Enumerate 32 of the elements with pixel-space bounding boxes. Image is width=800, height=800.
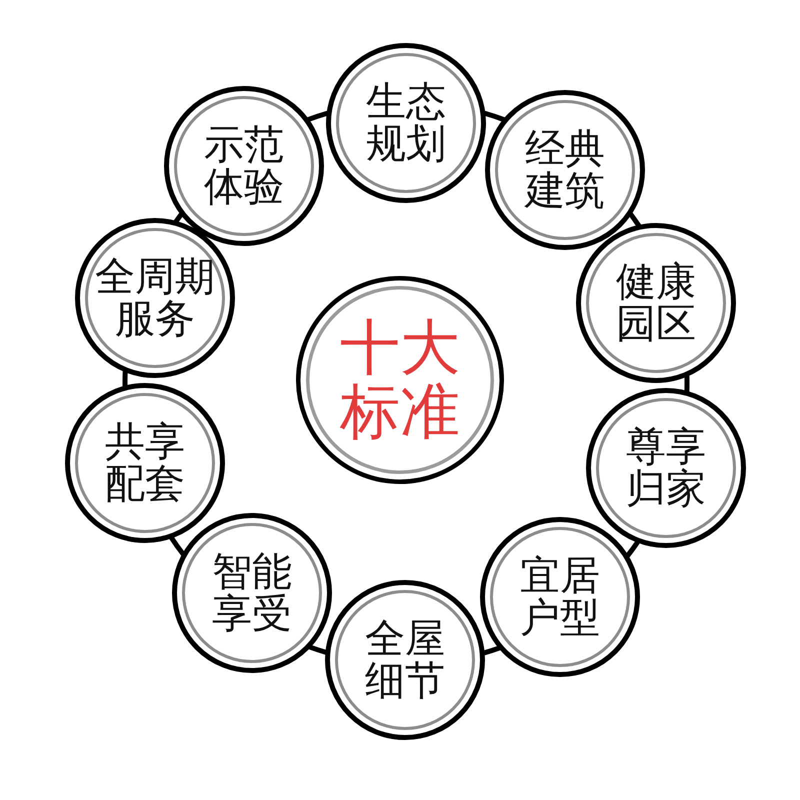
circle-node bbox=[586, 388, 746, 548]
connector-line bbox=[122, 370, 128, 388]
connector-line bbox=[625, 540, 640, 558]
circle-node bbox=[172, 513, 332, 673]
connector-line bbox=[684, 375, 690, 392]
node-label: 十大标准 bbox=[339, 316, 461, 444]
circle-node bbox=[485, 90, 645, 250]
connector-line bbox=[482, 645, 501, 656]
circle-node bbox=[75, 218, 235, 378]
connector-line bbox=[168, 536, 186, 556]
circle-node bbox=[325, 580, 485, 740]
node-label: 生态规划 bbox=[365, 81, 447, 165]
connector-line bbox=[173, 212, 184, 224]
node-label: 示范体验 bbox=[203, 124, 285, 208]
node-label: 经典建筑 bbox=[524, 128, 606, 212]
connector-line bbox=[483, 110, 506, 122]
connector-line bbox=[308, 644, 328, 656]
node-label: 尊享归家 bbox=[625, 426, 707, 510]
node-label: 全周期服务 bbox=[94, 256, 216, 340]
connector-line bbox=[628, 212, 642, 228]
circle-node bbox=[164, 86, 324, 246]
center-circle bbox=[296, 276, 504, 484]
node-label: 健康园区 bbox=[615, 261, 697, 345]
node-label: 共享配套 bbox=[104, 421, 186, 505]
connector-line bbox=[306, 110, 329, 122]
node-label: 智能享受 bbox=[211, 551, 293, 635]
node-label: 宜居户型 bbox=[519, 555, 601, 639]
circle-node bbox=[326, 43, 486, 203]
circle-node bbox=[65, 383, 225, 543]
circle-node bbox=[480, 517, 640, 677]
node-label: 全屋细节 bbox=[364, 618, 446, 702]
circle-node bbox=[576, 223, 736, 383]
